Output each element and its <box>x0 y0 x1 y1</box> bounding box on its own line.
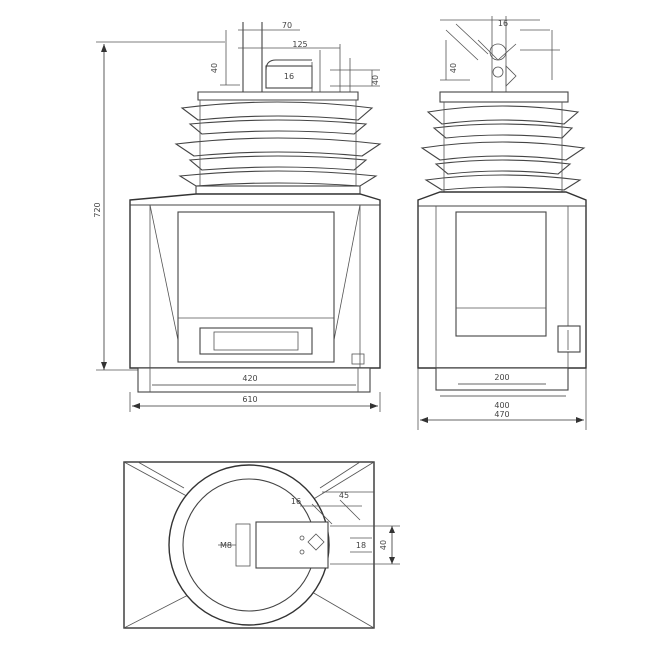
side-dim-base-inner: 200 <box>494 373 509 382</box>
side-body <box>417 191 587 369</box>
front-insulator-sheds <box>174 91 382 195</box>
total-height-label: 720 <box>93 202 102 217</box>
top-dim-e: 18 <box>356 541 366 550</box>
side-top-terminal: 16 40 <box>440 16 560 92</box>
front-view: 720 70 125 16 40 40 <box>93 21 382 412</box>
front-dim-base-outer: 610 <box>242 395 257 404</box>
front-dim-base-inner: 420 <box>242 374 257 383</box>
side-dim-height-small: 40 <box>449 63 458 73</box>
front-top-terminal: 70 125 16 40 40 <box>210 21 380 92</box>
front-base: 420 610 <box>129 367 381 412</box>
side-dim-top: 16 <box>498 19 508 28</box>
front-body <box>129 193 381 369</box>
top-dim-a: M8 <box>220 541 232 550</box>
side-insulator-sheds <box>420 91 586 194</box>
side-dim-base-outer: 470 <box>494 410 509 419</box>
front-dim-top-width: 70 <box>282 21 292 30</box>
side-view: 16 40 <box>417 16 587 430</box>
front-dim-terminal: 16 <box>284 72 294 81</box>
front-dim-mid-width: 125 <box>292 40 307 49</box>
top-dim-b: 45 <box>339 491 349 500</box>
side-base: 200 400 470 <box>417 367 587 430</box>
front-dim-side-small: 40 <box>371 75 380 85</box>
total-height-dimension: 720 <box>93 41 225 371</box>
front-dim-height-small: 40 <box>210 63 219 73</box>
top-dim-d: 40 <box>379 540 388 550</box>
top-dim-c: 16 <box>291 497 301 506</box>
top-view: M8 45 16 40 18 <box>123 461 400 629</box>
side-dim-base-mid: 400 <box>494 401 509 410</box>
